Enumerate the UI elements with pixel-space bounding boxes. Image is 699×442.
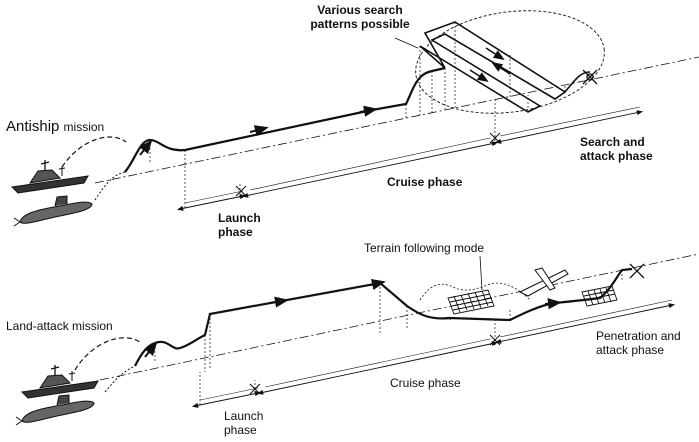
antiship-diagram (10, 10, 699, 227)
land-flight-path-arrow (544, 298, 562, 310)
land-penetration-line1: Penetration and (596, 329, 681, 343)
land-ship-icon (20, 365, 99, 399)
antiship-ground-line (94, 56, 699, 184)
land-terrain-note-leader (479, 255, 483, 291)
land-ground-mark (249, 334, 501, 395)
antiship-search-attack-line2: attack phase (580, 148, 653, 163)
antiship-cruise-phase-label: Cruise phase (387, 175, 463, 189)
antiship-search-extent (494, 110, 644, 144)
land-launch-line2: phase (224, 422, 257, 437)
antiship-submarine-icon (13, 195, 93, 227)
antiship-projection-lines (149, 22, 566, 175)
antiship-search-note-line2: patterns possible (310, 16, 410, 31)
antiship-flight-path-arrow (139, 139, 153, 156)
antiship-target-icon (582, 69, 598, 85)
land-aircraft-icon (518, 267, 569, 297)
antiship-sub-launch-trajectory (94, 171, 126, 201)
antiship-terminal-dive (564, 71, 591, 93)
antiship-launch-line1: Launch (218, 211, 261, 225)
land-launch-extent (191, 391, 262, 408)
antiship-launch-extent (176, 194, 247, 211)
land-launch-line1: Launch (224, 409, 264, 423)
antiship-search-attack-line1: Search and (580, 135, 645, 149)
land-penetration-extent (494, 303, 676, 344)
antiship-search-pattern (419, 21, 567, 113)
antiship-search-note: Various search patterns possible (310, 3, 410, 32)
antiship-ground-mark (235, 132, 501, 197)
antiship-ship-icon (10, 160, 89, 194)
antiship-mission-title: Antiship mission (6, 118, 105, 135)
land-flight-path-arrow (369, 279, 386, 290)
antiship-search-arrow (469, 69, 489, 83)
land-cruise-phase-label: Cruise phase (390, 376, 461, 390)
land-penetration-label: Penetration and attack phase (596, 329, 681, 358)
land-attack-diagram (15, 253, 699, 426)
land-launch-trajectory (74, 337, 141, 371)
antiship-extent-parallel (184, 106, 641, 204)
antiship-search-arrow (491, 61, 511, 75)
land-terrain-note: Terrain following mode (364, 241, 485, 255)
antiship-flight-path-arrow (359, 105, 378, 117)
land-flight-path-arrow (144, 341, 158, 358)
land-submarine-icon (15, 394, 95, 426)
antiship-cruise-extent (241, 141, 499, 198)
antiship-search-note-leader (394, 37, 419, 49)
antiship-search-attack-label: Search and attack phase (580, 135, 653, 164)
land-mission-title: Land-attack mission (6, 319, 113, 333)
land-target-icon (629, 263, 645, 279)
land-sub-launch-trajectory (104, 365, 136, 393)
land-cruise-extent (256, 341, 499, 395)
land-extent-parallel (199, 299, 673, 401)
land-ground-line (99, 253, 699, 381)
land-flight-path-arrow (269, 296, 289, 308)
land-target-grid (581, 285, 618, 307)
antiship-launch-line2: phase (218, 224, 253, 239)
land-terrain-grid (447, 289, 495, 315)
antiship-search-note-line1: Various search (317, 3, 403, 17)
land-terrain-contour (419, 282, 531, 301)
land-launch-phase-label: Launch phase (224, 409, 264, 438)
land-penetration-line2: attack phase (596, 342, 665, 357)
antiship-flight-path-arrow (249, 125, 269, 137)
antiship-mission-suffix: mission (63, 120, 105, 134)
antiship-launch-phase-label: Launch phase (218, 211, 261, 240)
land-phase-boundary-lines (199, 318, 496, 405)
antiship-launch-trajectory (61, 136, 127, 168)
antiship-search-arrow (485, 47, 505, 61)
